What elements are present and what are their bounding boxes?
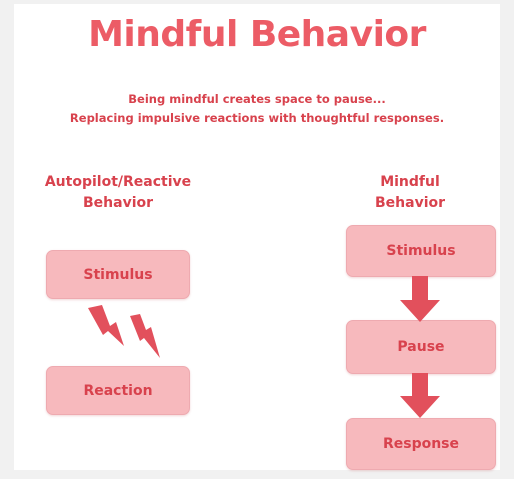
left-reaction-label: Reaction [83,382,153,399]
down-arrow-icon [400,276,440,322]
right-column-heading: Mindful Behavior [340,172,480,214]
lightning-bolt-icon [88,305,124,346]
lightning-bolt-icon [130,314,160,358]
right-heading-line-2: Behavior [374,195,446,211]
right-response-label: Response [382,436,460,452]
right-pause-label: Pause [397,339,445,355]
right-stimulus-label: Stimulus [386,243,456,259]
left-reaction-box: Reaction [46,366,190,415]
left-stimulus-box: Stimulus [46,250,190,299]
left-column-heading: Autopilot/Reactive Behavior [18,172,218,214]
page-title: Mindful Behavior [88,14,426,55]
left-heading-line-1: Autopilot/Reactive [44,174,192,190]
subtitle-line-2: Replacing impulsive reactions with thoug… [69,111,445,125]
right-heading-line-1: Mindful [380,174,440,190]
left-stimulus-label: Stimulus [83,266,153,283]
right-response-box: Response [346,418,496,470]
left-heading-line-2: Behavior [82,195,154,211]
subtitle-line-1: Being mindful creates space to pause... [128,92,386,106]
down-arrow-icon [400,373,440,418]
right-stimulus-box: Stimulus [346,225,496,277]
